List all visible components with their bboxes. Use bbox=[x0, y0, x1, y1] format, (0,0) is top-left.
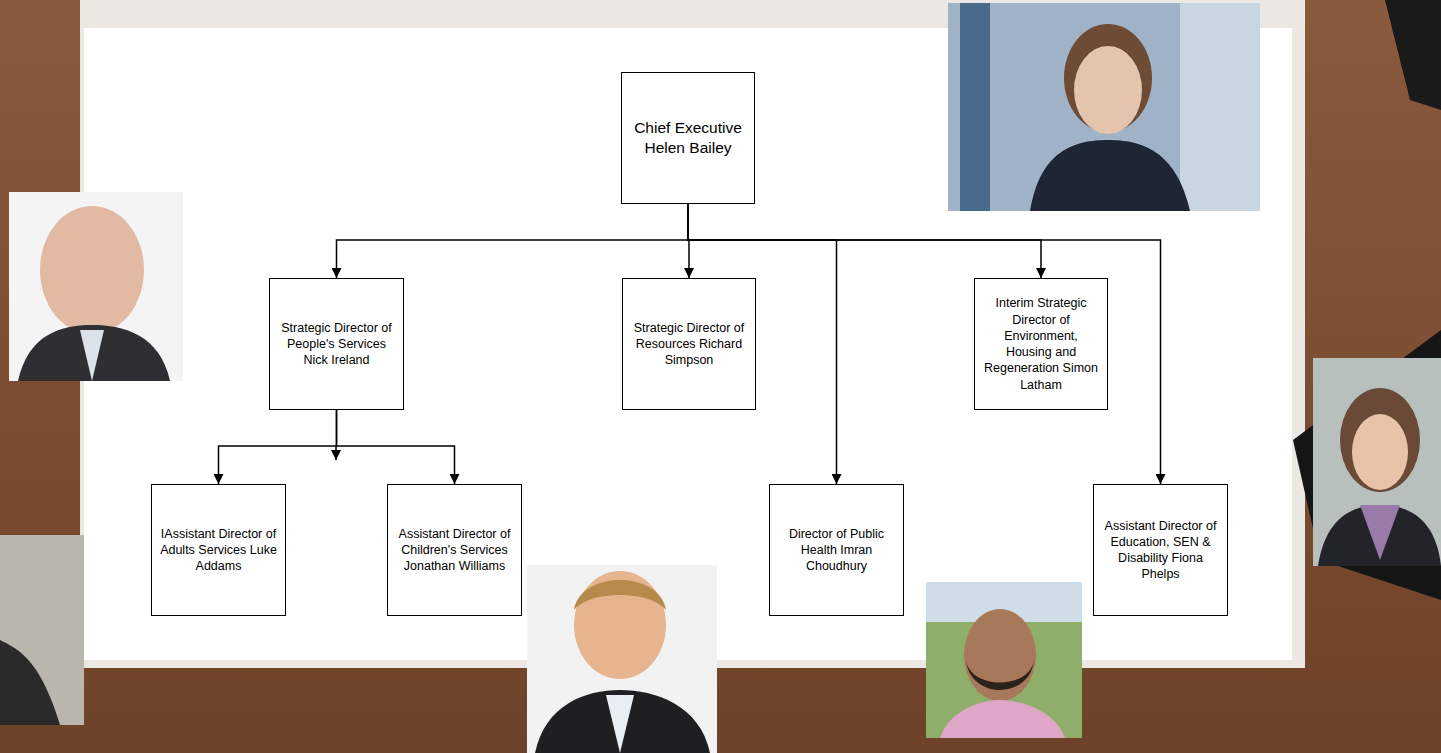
box-label: Director of Public Health Imran Choudhur… bbox=[778, 526, 895, 575]
org-box: IAssistant Director of Adults Services L… bbox=[151, 484, 286, 616]
box-label: Assistant Director of Education, SEN & D… bbox=[1102, 518, 1219, 583]
reporting-line bbox=[688, 204, 1041, 278]
photo bbox=[9, 192, 183, 381]
box-label: Interim Strategic Director of Environmen… bbox=[983, 295, 1099, 393]
photo bbox=[0, 535, 84, 725]
box-label: Strategic Director of People's Services … bbox=[278, 320, 395, 369]
org-box: Chief Executive Helen Bailey bbox=[621, 72, 755, 204]
reporting-line bbox=[688, 204, 1161, 484]
box-label: Assistant Director of Children's Service… bbox=[396, 526, 513, 575]
org-box: Strategic Director of People's Services … bbox=[269, 278, 404, 410]
org-box: Assistant Director of Children's Service… bbox=[387, 484, 522, 616]
photo bbox=[948, 3, 1260, 211]
org-box: Strategic Director of Resources Richard … bbox=[622, 278, 756, 410]
box-label: Chief Executive Helen Bailey bbox=[630, 118, 746, 158]
org-box: Interim Strategic Director of Environmen… bbox=[974, 278, 1108, 410]
org-box: Director of Public Health Imran Choudhur… bbox=[769, 484, 904, 616]
reporting-line bbox=[219, 410, 337, 484]
desk-object bbox=[1293, 330, 1441, 600]
reporting-line bbox=[337, 410, 455, 484]
photo bbox=[926, 582, 1082, 738]
stray-arrow bbox=[335, 446, 337, 460]
photo bbox=[527, 565, 717, 753]
photo bbox=[1313, 358, 1441, 566]
reporting-line bbox=[337, 204, 689, 278]
box-label: IAssistant Director of Adults Services L… bbox=[160, 526, 277, 575]
org-box: Assistant Director of Education, SEN & D… bbox=[1093, 484, 1228, 616]
box-label: Strategic Director of Resources Richard … bbox=[631, 320, 747, 369]
desk-object bbox=[1385, 0, 1441, 110]
